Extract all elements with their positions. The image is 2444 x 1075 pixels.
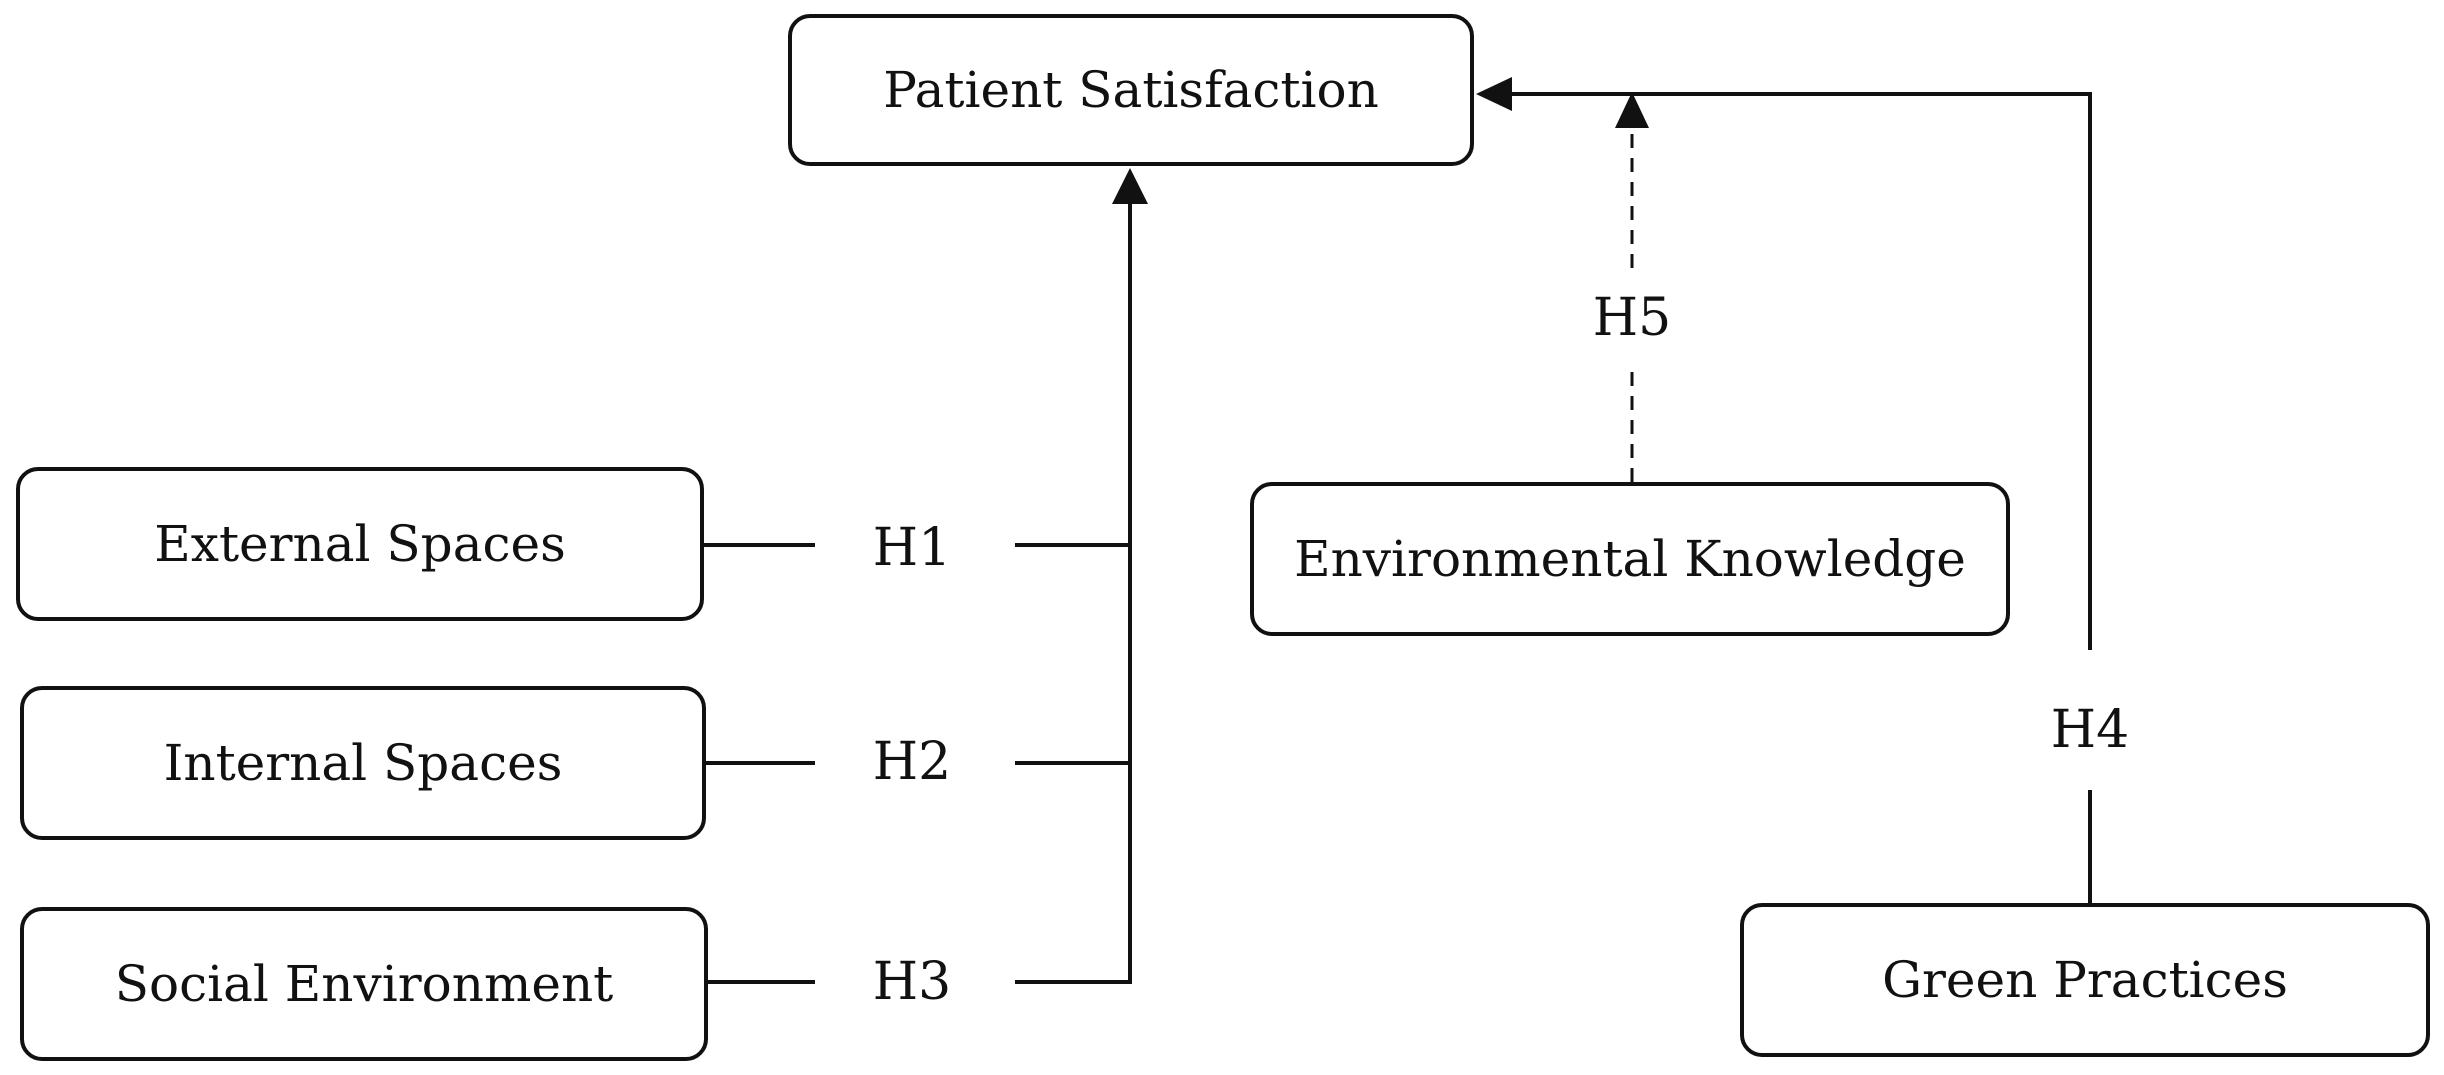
node-label: Patient Satisfaction — [883, 61, 1379, 119]
hypothesis-label-h1: H1 — [872, 518, 952, 578]
hypothesis-label-h4: H4 — [2050, 700, 2130, 760]
node-environmental-knowledge: Environmental Knowledge — [1250, 482, 2010, 636]
node-label: Social Environment — [114, 955, 614, 1013]
h5-arrowhead — [1615, 92, 1649, 128]
node-label: Internal Spaces — [163, 734, 563, 792]
trunk-arrowhead — [1112, 168, 1148, 204]
node-label: Environmental Knowledge — [1294, 530, 1966, 588]
node-social-environment: Social Environment — [20, 907, 708, 1061]
h4-arrowhead — [1476, 77, 1512, 111]
hypothesis-label-h5: H5 — [1592, 288, 1672, 348]
node-external-spaces: External Spaces — [16, 467, 704, 621]
node-green-practices: Green Practices — [1740, 903, 2430, 1057]
node-label: Green Practices — [1882, 951, 2288, 1009]
node-patient-satisfaction: Patient Satisfaction — [788, 14, 1474, 166]
hypothesis-label-h3: H3 — [872, 952, 952, 1012]
node-internal-spaces: Internal Spaces — [20, 686, 706, 840]
node-label: External Spaces — [154, 515, 566, 573]
hypothesis-label-h2: H2 — [872, 732, 952, 792]
